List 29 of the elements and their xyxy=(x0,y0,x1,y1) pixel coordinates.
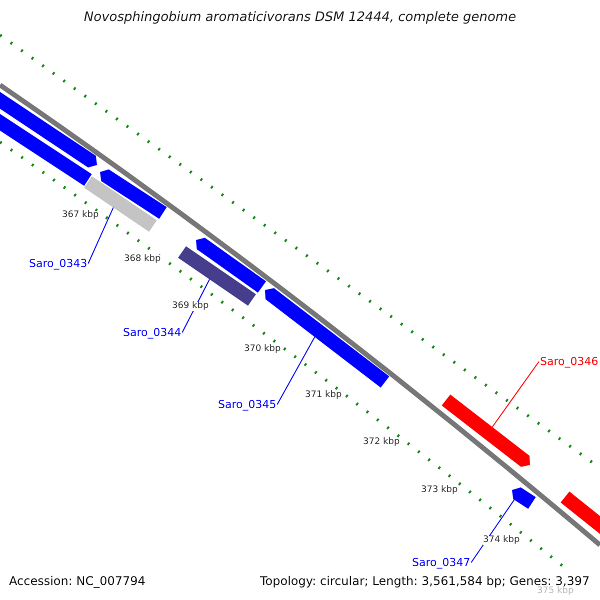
genome-info-text: Topology: circular; Length: 3,561,584 bp; Genes: 3,397 xyxy=(260,575,590,587)
gene-bar xyxy=(442,394,530,467)
position-label: 374 kbp xyxy=(483,536,520,545)
gene-bar xyxy=(0,91,97,168)
position-label: 375 kbp xyxy=(537,587,574,596)
gene-bar xyxy=(512,487,536,509)
gene-bar xyxy=(0,113,92,186)
gene-label: Saro_0344 xyxy=(123,327,182,338)
gene-label: Saro_0346 xyxy=(540,356,598,367)
accession-text: Accession: NC_007794 xyxy=(9,575,146,587)
leader-line xyxy=(182,278,210,333)
gene-bar xyxy=(100,169,167,219)
leader-line xyxy=(276,336,316,405)
position-label: 368 kbp xyxy=(124,255,161,264)
gene-bar xyxy=(84,176,157,232)
position-label: 373 kbp xyxy=(421,486,458,495)
title: Novosphingobium aromaticivorans DSM 12444, complete genome xyxy=(82,11,518,24)
gene-label: Saro_0347 xyxy=(412,557,470,568)
position-label: 372 kbp xyxy=(363,438,400,447)
position-label: 369 kbp xyxy=(172,302,209,311)
gene-bar xyxy=(196,238,266,293)
gene-label: Saro_0343 xyxy=(29,258,88,269)
position-label: 370 kbp xyxy=(244,345,281,354)
leader-line xyxy=(88,207,114,264)
gene-label: Saro_0345 xyxy=(218,399,276,410)
gene-bar xyxy=(265,288,390,388)
leader-line xyxy=(492,361,540,428)
leader-line xyxy=(470,499,515,563)
position-label: 367 kbp xyxy=(62,211,99,220)
